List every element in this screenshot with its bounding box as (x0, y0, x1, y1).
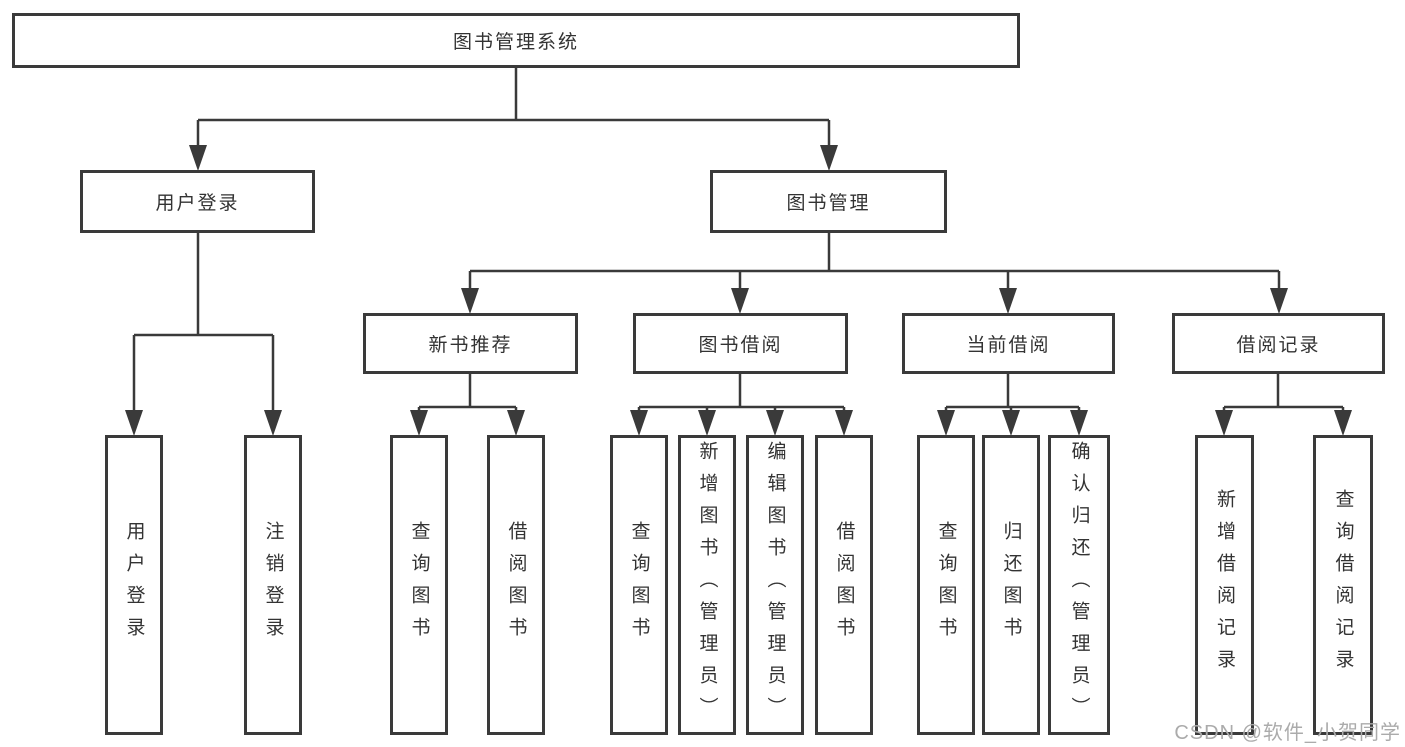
leaf-return-books: 归还图书 (982, 435, 1040, 735)
leaf-borrow-books-recommend: 借阅图书 (487, 435, 545, 735)
connector-current-borrow (937, 374, 1088, 436)
leaf-query-books-borrow: 查询图书 (610, 435, 668, 735)
leaf-user-login: 用户登录 (105, 435, 163, 735)
connector-borrow-records (1215, 374, 1352, 436)
leaf-add-borrow-record: 新增借阅记录 (1195, 435, 1254, 735)
leaf-add-book-admin: 新增图书（管理员） (678, 435, 736, 735)
node-book-borrow: 图书借阅 (633, 313, 848, 374)
leaf-borrow-books: 借阅图书 (815, 435, 873, 735)
csdn-watermark: CSDN @软件_小贺同学 (1174, 722, 1401, 744)
leaf-query-borrow-record: 查询借阅记录 (1313, 435, 1373, 735)
connector-new-book (410, 374, 525, 436)
node-user-login: 用户登录 (80, 170, 315, 233)
node-new-book-recommend: 新书推荐 (363, 313, 578, 374)
connector-root (189, 68, 838, 171)
node-current-borrow: 当前借阅 (902, 313, 1115, 374)
leaf-logout: 注销登录 (244, 435, 302, 735)
leaf-edit-book-admin: 编辑图书（管理员） (746, 435, 804, 735)
leaf-query-books-current: 查询图书 (917, 435, 975, 735)
leaf-query-books-recommend: 查询图书 (390, 435, 448, 735)
connector-book-management (461, 233, 1288, 314)
connector-user-login (125, 233, 282, 436)
node-book-management: 图书管理 (710, 170, 947, 233)
node-borrow-records: 借阅记录 (1172, 313, 1385, 374)
node-root-system: 图书管理系统 (12, 13, 1020, 68)
connector-book-borrow (630, 374, 853, 436)
leaf-confirm-return-admin: 确认归还（管理员） (1048, 435, 1110, 735)
